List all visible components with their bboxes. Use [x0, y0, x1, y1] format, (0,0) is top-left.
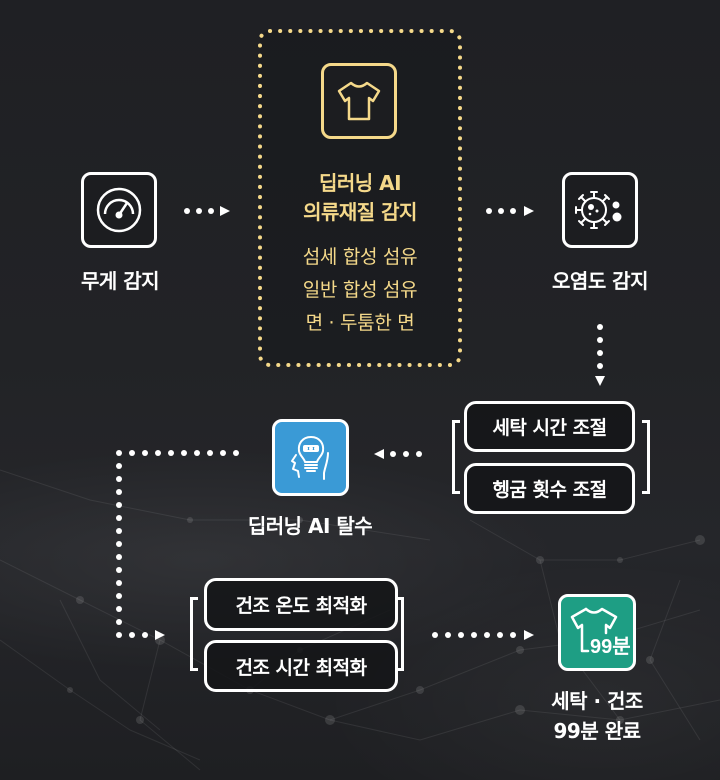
- complete-label-line1: 세탁 · 건조: [551, 689, 643, 713]
- complete-icon-text: 99분: [590, 636, 630, 658]
- arrow-right-icon: [155, 630, 165, 640]
- arrow-weight-to-fabric: [184, 206, 236, 216]
- fabric-detection-dotted-frame: [258, 29, 462, 367]
- fabric-detection-title-line2: 의류재질 감지: [303, 200, 417, 224]
- fabric-type-regular-synthetic: 일반 합성 섬유: [302, 279, 418, 301]
- fabric-detection-icon-box: [321, 63, 397, 139]
- gauge-icon: [96, 187, 142, 233]
- dry-time-optimize-pill: 건조 시간 최적화: [204, 640, 398, 692]
- ai-spin-icon-box: [272, 419, 349, 496]
- ai-spin-label: 딥러닝 AI 탈수: [247, 514, 373, 538]
- fabric-type-cotton-thick: 면 · 두툼한 면: [305, 312, 415, 334]
- arrow-down-icon: [595, 376, 605, 386]
- weight-sense-icon-box: [81, 172, 157, 248]
- dry-temp-optimize-pill: 건조 온도 최적화: [204, 578, 398, 631]
- wash-adjust-bracket-right: [642, 420, 650, 494]
- arrow-left-icon: [374, 449, 384, 459]
- arrow-right-icon: [524, 206, 534, 216]
- arrow-soil-to-wash: [594, 324, 606, 388]
- dry-optimize-bracket-left: [190, 597, 198, 671]
- complete-icon-box: 99분: [558, 594, 636, 671]
- soil-sense-label: 오염도 감지: [552, 269, 648, 293]
- soil-sense-icon-box: [562, 172, 638, 248]
- wash-adjust-bracket-left: [452, 420, 460, 494]
- arrow-right-icon: [524, 630, 534, 640]
- arrow-dry-to-complete: [432, 630, 536, 640]
- dry-optimize-bracket-right: [396, 597, 404, 671]
- fabric-detection-title-line1: 딥러닝 AI: [318, 171, 402, 195]
- germ-icon: [575, 191, 622, 229]
- arrow-fabric-to-soil: [486, 206, 538, 216]
- arrow-right-icon: [220, 206, 230, 216]
- tshirt-99min-icon: 99분: [570, 607, 630, 658]
- ai-head-bulb-icon: [290, 435, 329, 480]
- fabric-type-delicate-synthetic: 섬세 합성 섬유: [302, 246, 418, 268]
- tshirt-icon: [337, 81, 381, 121]
- rinse-count-adjust-pill: 헹굼 횟수 조절: [464, 463, 635, 514]
- weight-sense-label: 무게 감지: [80, 269, 160, 293]
- wash-time-adjust-pill: 세탁 시간 조절: [464, 401, 635, 452]
- complete-label-line2: 99분 완료: [553, 719, 642, 743]
- arrow-wash-to-spin: [374, 449, 426, 459]
